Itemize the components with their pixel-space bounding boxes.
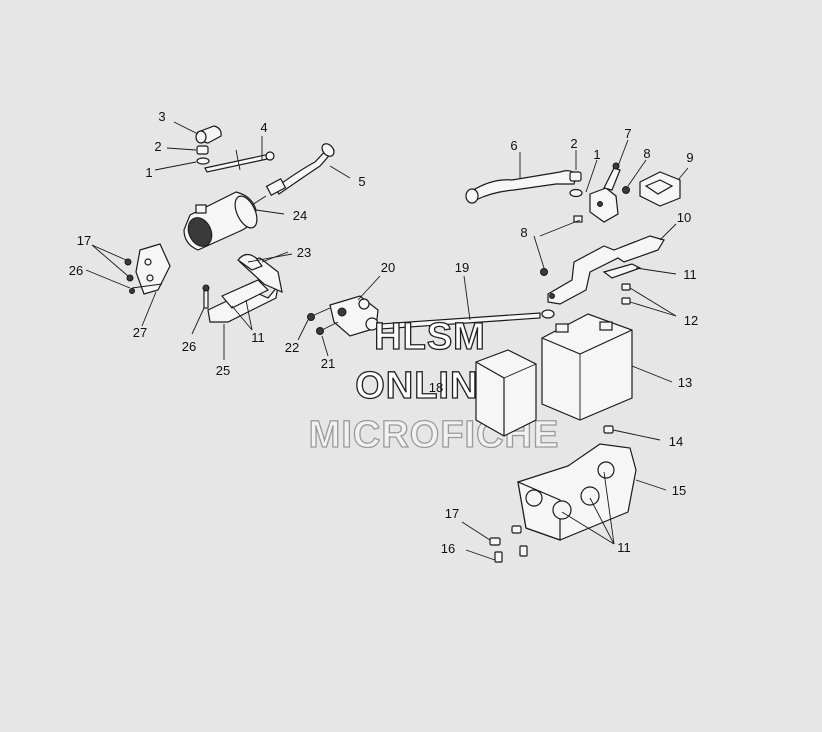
callout-3: 3 <box>158 109 165 124</box>
callout-22: 22 <box>285 340 299 355</box>
callout-12: 12 <box>684 313 698 328</box>
cable-19 <box>379 309 555 330</box>
callout-13: 13 <box>678 375 692 390</box>
bolt-16 <box>494 545 528 563</box>
callout-7: 7 <box>624 126 631 141</box>
callout-15: 15 <box>672 483 686 498</box>
pad-11-right <box>602 263 642 279</box>
washer-1-left <box>196 157 210 165</box>
relay-7 <box>589 162 621 223</box>
callout-11-right: 11 <box>683 267 697 282</box>
boot-9 <box>639 171 681 207</box>
callout-8-top: 8 <box>643 146 650 161</box>
callout-6: 6 <box>510 138 517 153</box>
callout-26-left: 26 <box>69 263 83 278</box>
cable-4 <box>204 149 275 173</box>
watermark-line-1: HLSM <box>374 316 486 358</box>
callout-20: 20 <box>381 260 395 275</box>
callout-1-right: 1 <box>593 147 600 162</box>
callout-11-left: 11 <box>251 330 265 345</box>
callout-18: 18 <box>429 380 443 395</box>
nut-2-right <box>569 171 582 182</box>
callout-11-bottom: 11 <box>617 540 631 555</box>
callout-8-lower: 8 <box>520 225 527 240</box>
bolt-14 <box>603 425 614 434</box>
callout-21: 21 <box>321 356 335 371</box>
callout-14: 14 <box>669 434 683 449</box>
washer-1-right <box>569 188 583 198</box>
leader-lines <box>85 121 689 561</box>
callout-1-left: 1 <box>145 165 152 180</box>
battery-13 <box>541 313 633 421</box>
starter-motor-24 <box>183 191 267 251</box>
callout-19: 19 <box>455 260 469 275</box>
callout-25: 25 <box>216 363 230 378</box>
screw-22 <box>307 307 331 321</box>
cover-18 <box>475 349 537 437</box>
cable-5 <box>265 143 335 196</box>
callout-23: 23 <box>297 245 311 260</box>
nut-2-left <box>196 145 209 155</box>
callout-10: 10 <box>677 210 691 225</box>
nut-8-top <box>622 186 630 194</box>
battery-tray-15 <box>517 443 637 541</box>
nut-8-lower <box>540 215 583 276</box>
callout-2-left: 2 <box>154 139 161 154</box>
bracket-27 <box>135 243 171 295</box>
callout-17-left: 17 <box>77 233 91 248</box>
callout-27: 27 <box>133 325 147 340</box>
callout-4: 4 <box>260 120 267 135</box>
screw-21 <box>316 321 339 335</box>
callout-24: 24 <box>293 208 307 223</box>
nut-17-right <box>489 525 522 546</box>
callouts: 3 4 2 1 5 24 17 26 27 23 26 11 25 20 22 … <box>69 109 698 556</box>
solenoid-20 <box>329 295 379 337</box>
callout-17-right: 17 <box>445 506 459 521</box>
bolt-26-mid <box>202 284 210 309</box>
bracket-10 <box>547 235 665 305</box>
callout-5: 5 <box>358 174 365 189</box>
callout-16: 16 <box>441 541 455 556</box>
callout-26-mid: 26 <box>182 339 196 354</box>
screws-12 <box>621 283 631 305</box>
callout-9: 9 <box>686 150 693 165</box>
callout-2-right: 2 <box>570 136 577 151</box>
clamp-23 <box>237 253 293 271</box>
bolts-17-26-left <box>124 258 163 294</box>
boot-3 <box>195 125 222 144</box>
